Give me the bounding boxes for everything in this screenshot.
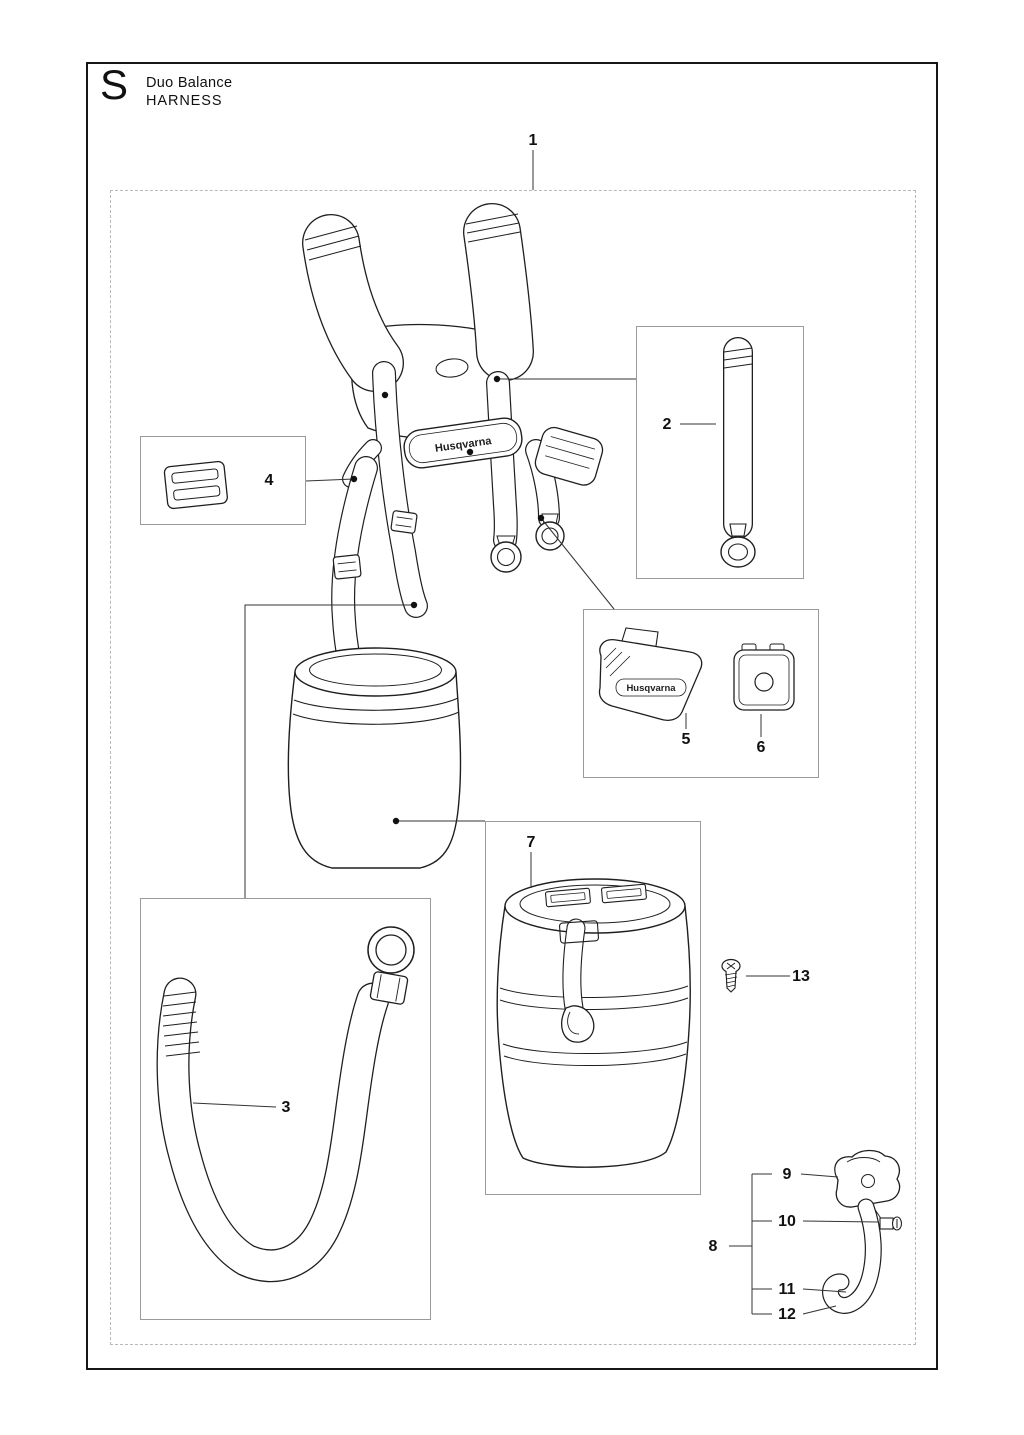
leader-parts-5-6 xyxy=(540,517,615,610)
detail-box-part-3 xyxy=(140,898,431,1320)
detail-box-part-4 xyxy=(140,436,306,525)
leader-part-3 xyxy=(244,604,414,898)
attachment-dots xyxy=(350,375,545,825)
parts-8-12-hook-illustration xyxy=(822,1149,903,1314)
label-stub-3 xyxy=(192,1102,277,1108)
callout-1: 1 xyxy=(528,132,538,149)
label-line-10 xyxy=(802,1220,879,1223)
callout-4: 4 xyxy=(264,472,274,489)
assembly-group-box xyxy=(110,190,916,1345)
harness-assembly-illustration: Husqvarna xyxy=(287,203,604,869)
detail-box-part-7 xyxy=(485,821,701,1195)
hook-bolt xyxy=(879,1217,894,1230)
pouch-body xyxy=(287,671,462,869)
callout-6: 6 xyxy=(756,739,766,756)
leader-part-4 xyxy=(305,478,355,482)
callout-11: 11 xyxy=(778,1281,796,1298)
label-line-9 xyxy=(800,1173,839,1178)
label-line-12 xyxy=(802,1305,837,1315)
strap-adjuster xyxy=(390,510,418,534)
page-border xyxy=(86,62,938,1370)
callout-2: 2 xyxy=(662,416,672,433)
hip-pad-installed xyxy=(534,426,604,486)
strap-adjuster xyxy=(332,554,362,580)
detail-box-parts-5-6 xyxy=(583,609,819,778)
holster-clip-hook xyxy=(561,1005,595,1043)
callout-5: 5 xyxy=(681,731,691,748)
callout-9: 9 xyxy=(782,1166,792,1183)
part-5-hip-pad-illustration: Husqvarna xyxy=(598,627,703,721)
page-title: Duo Balance xyxy=(146,75,233,91)
callout-10: 10 xyxy=(778,1213,796,1230)
ring-clamp xyxy=(369,971,409,1005)
callout-12: 12 xyxy=(778,1306,796,1323)
callout-8: 8 xyxy=(708,1238,718,1255)
chest-plate: Husqvarna xyxy=(403,417,523,469)
brand-logo-pad: Husqvarna xyxy=(626,683,676,694)
callout-3: 3 xyxy=(281,1099,291,1116)
part-13-screw-illustration xyxy=(721,958,741,993)
page-subtitle: HARNESS xyxy=(146,93,223,109)
label-line-11 xyxy=(802,1288,847,1293)
callout-13: 13 xyxy=(792,968,810,985)
detail-box-part-2 xyxy=(636,326,804,579)
part-3-strap-illustration xyxy=(156,926,415,1283)
part-6-plate-illustration xyxy=(733,643,795,711)
bracket-parts-8-12 xyxy=(729,1173,772,1315)
part-4-buckle-illustration xyxy=(163,460,228,510)
leader-lines xyxy=(192,150,879,1315)
section-letter: S xyxy=(100,61,129,108)
callout-7: 7 xyxy=(526,834,536,851)
part-7-holster-illustration xyxy=(496,878,691,1168)
part-2-strap-illustration xyxy=(720,337,756,568)
